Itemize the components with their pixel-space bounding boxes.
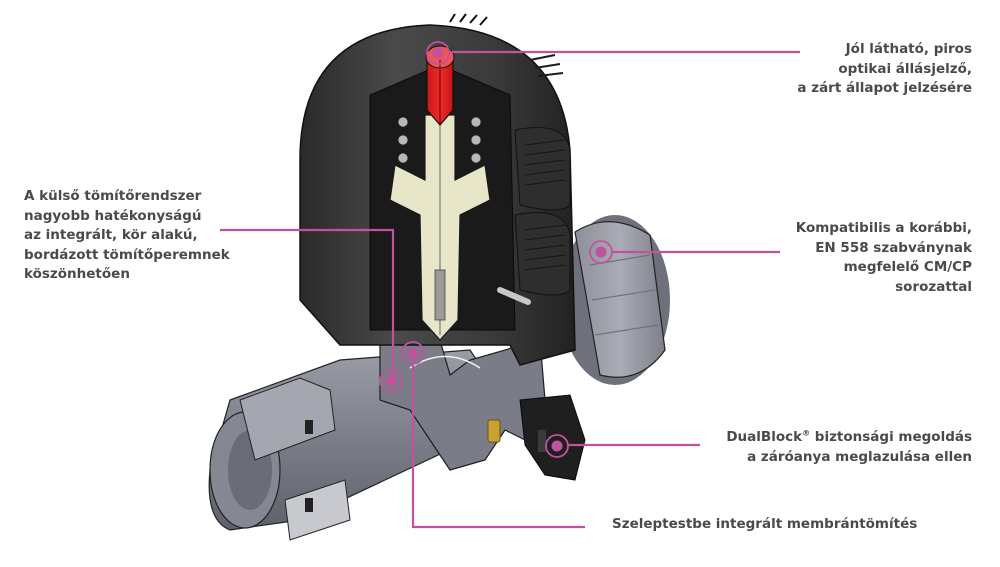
callout-text-line: nagyobb hatékonyságú bbox=[24, 207, 202, 224]
marker-indicator bbox=[426, 41, 450, 65]
callout-seal-system: A külső tömítőrendszer nagyobb hatékonys… bbox=[24, 187, 230, 285]
callout-text-rest: biztonsági megoldás bbox=[810, 429, 972, 445]
callout-dualblock: DualBlock® biztonsági megoldás a záróany… bbox=[726, 428, 972, 467]
callout-text-line: a zárt állapot jelzésére bbox=[797, 80, 972, 96]
callout-text-line: köszönhetően bbox=[24, 266, 130, 282]
callout-text-line: DualBlock® biztonsági megoldás bbox=[726, 428, 972, 448]
callout-markers bbox=[379, 41, 613, 458]
callout-text-line: az integrált, kör alakú, bbox=[24, 227, 198, 243]
callout-text-line: megfelelő CM/CP bbox=[843, 259, 972, 275]
callout-membrane: Szeleptestbe integrált membrántömítés bbox=[612, 515, 917, 535]
dualblock-clip bbox=[519, 394, 586, 481]
leader-line-membrane bbox=[411, 354, 585, 529]
registered-mark: ® bbox=[802, 428, 811, 438]
leader-lines bbox=[220, 50, 800, 529]
marker-compatibility bbox=[589, 240, 613, 264]
callout-text-line: sorozattal bbox=[895, 278, 972, 295]
callout-text-line: optikai állásjelző, bbox=[838, 60, 972, 77]
callout-text-line: Szeleptestbe integrált membrántömítés bbox=[612, 516, 918, 532]
callout-text-line: A külső tömítőrendszer bbox=[24, 188, 202, 204]
callout-compatibility: Kompatibilis a korábbi, EN 558 szabványn… bbox=[796, 219, 972, 297]
brand-name: DualBlock bbox=[726, 429, 803, 445]
marker-dualblock bbox=[545, 434, 569, 458]
callout-text-line: Jól látható, piros bbox=[845, 41, 972, 57]
left-pipe-body bbox=[208, 349, 501, 541]
callout-text-line: a záróanya meglazulása ellen bbox=[747, 448, 972, 465]
callout-text-line: EN 558 szabványnak bbox=[815, 239, 972, 256]
bonnet-cutaway bbox=[369, 64, 531, 341]
callout-indicator: Jól látható, piros optikai állásjelző, a… bbox=[797, 40, 972, 99]
right-union-nut bbox=[560, 215, 670, 385]
callout-text-line: bordázott tömítőperemnek bbox=[24, 246, 230, 263]
marker-membrane bbox=[401, 341, 425, 365]
marker-seal-system bbox=[379, 369, 403, 393]
leader-line-seal-system bbox=[220, 228, 395, 382]
callout-text-line: Kompatibilis a korábbi, bbox=[795, 220, 972, 236]
